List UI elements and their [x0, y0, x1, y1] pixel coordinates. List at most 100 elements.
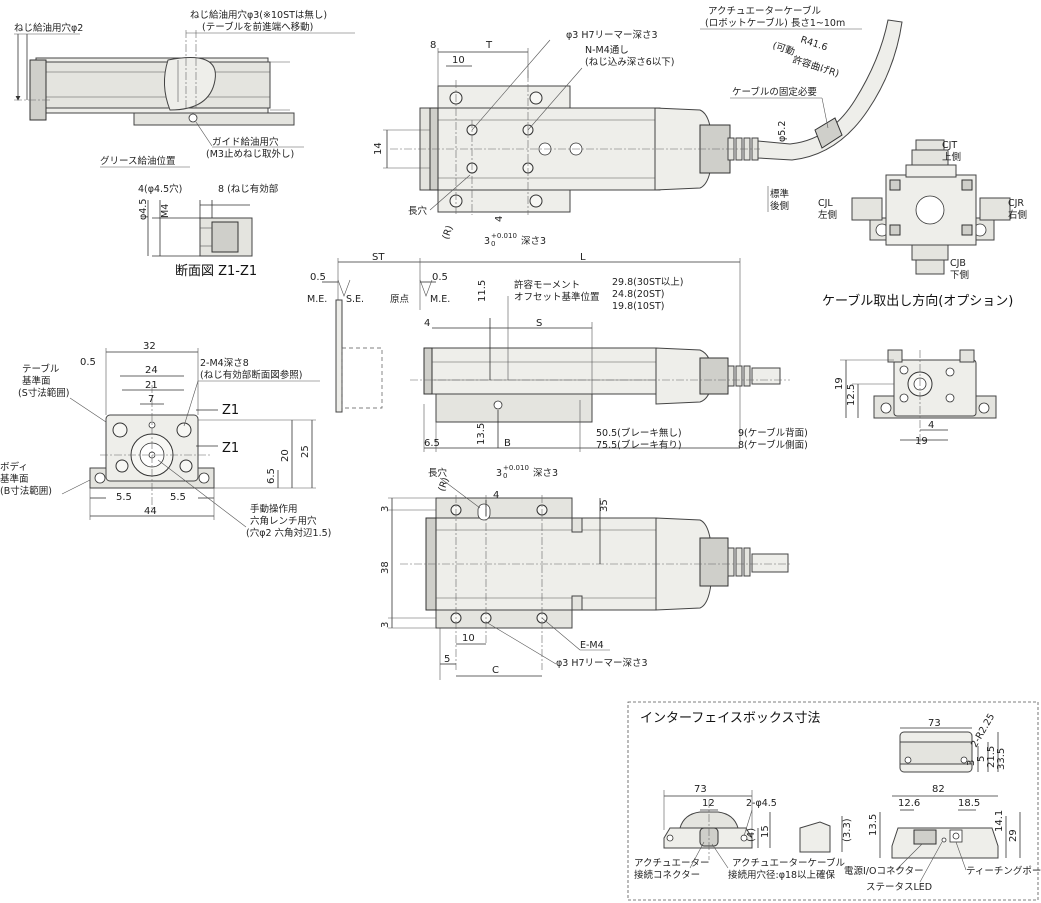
- ib-dim-135: 13.5: [868, 814, 879, 836]
- z1-mark-bottom: Z1: [222, 441, 239, 456]
- cjr-label: CJR: [1008, 198, 1024, 209]
- cable-direction-title: ケーブル取出し方向(オプション): [822, 293, 1013, 309]
- dim-25: 25: [300, 445, 311, 458]
- section-title: 断面図 Z1-Z1: [175, 264, 257, 279]
- oil-hole-phi3-label: ねじ給油用穴φ3(※10STは無し): [190, 9, 327, 21]
- depth3-b-bottom: 深さ3: [533, 468, 558, 479]
- brake-yes: 75.5(ブレーキ有り): [596, 439, 682, 451]
- ib-dim-141: 14.1: [994, 810, 1005, 832]
- table-ref-label-2: 基準面: [22, 375, 51, 387]
- section-hole-dim: 4(φ4.5穴): [138, 183, 182, 195]
- ib-dim-12: 12: [702, 798, 715, 809]
- cable-fix-label: ケーブルの固定必要: [732, 86, 817, 98]
- guide-oil-label: ガイド給油用穴: [212, 136, 279, 148]
- ib-dim-73-top: 73: [928, 718, 941, 729]
- offset-30st: 29.8(30ST以上): [612, 277, 684, 288]
- interface-box-frame: [627, 701, 1039, 901]
- moment-label-1: 許容モーメント: [514, 279, 580, 291]
- body-ref-label: ボディ: [0, 461, 28, 473]
- dim-55-right: 5.5: [170, 492, 186, 503]
- dim-ST: ST: [372, 252, 385, 263]
- depth3-sub: 0: [491, 240, 495, 248]
- dim-135: 13.5: [476, 423, 487, 445]
- movable-label: (可動: [771, 40, 796, 57]
- offset-10st: 19.8(10ST): [612, 301, 665, 312]
- manual-label-1: 手動操作用: [250, 503, 298, 515]
- depth3-b: 深さ3: [521, 236, 546, 247]
- ib-conn-label-2: 接続コネクター: [634, 869, 700, 881]
- ib-dim-335: 33.5: [996, 748, 1007, 770]
- side-cutaway-view: [14, 30, 295, 126]
- dim-125: 12.5: [846, 384, 857, 406]
- depth3-a-bottom: 3: [496, 468, 502, 479]
- dim-35: 35: [599, 499, 610, 512]
- dim-4-bottom: 4: [493, 490, 499, 501]
- ib-cable-label-2: 接続用穴径:φ18以上確保: [728, 869, 836, 881]
- table-ref-label: テーブル: [22, 363, 60, 375]
- ib-led-label: ステータスLED: [866, 882, 932, 893]
- side-view: [322, 258, 790, 452]
- brake-none: 50.5(ブレーキ無し): [596, 427, 682, 439]
- body-ref-label-3: (B寸法範囲): [0, 485, 52, 497]
- r-mark-top: (R): [440, 224, 455, 241]
- dim-8-top: 8: [430, 40, 436, 51]
- ib-dim-126: 12.6: [898, 798, 920, 809]
- ib-power-label: 電源I/Oコネクター: [844, 866, 924, 877]
- dim-C: C: [492, 665, 499, 676]
- ib-dim-4: (4): [746, 828, 757, 842]
- dim-14: 14: [373, 142, 384, 155]
- cjb-label: CJB: [950, 258, 966, 269]
- cjt-label: CJT: [942, 140, 957, 151]
- offset-20st: 24.8(20ST): [612, 289, 665, 300]
- std-label-2: 後側: [770, 200, 789, 212]
- cable-side: 8(ケーブル側面): [738, 439, 808, 451]
- depth3-a: 3: [484, 236, 490, 247]
- dim-21: 21: [145, 380, 158, 391]
- dim-4-back: 4: [928, 420, 934, 431]
- section-m4: M4: [160, 204, 171, 218]
- cable-back: 9(ケーブル背面): [738, 427, 808, 439]
- dim-3-top: 3: [380, 506, 391, 512]
- phi52-label: φ5.2: [777, 121, 788, 142]
- dim-S: S: [536, 318, 542, 329]
- bottom-view: [388, 495, 790, 680]
- std-label-1: 標準: [770, 188, 790, 200]
- interface-box-title: インターフェイスボックス寸法: [640, 711, 820, 726]
- dim-4-top: 4: [494, 216, 505, 222]
- dim-32: 32: [143, 341, 156, 352]
- cable-label-1: アクチュエーターケーブル: [708, 5, 821, 17]
- cable-direction-view: [851, 139, 1011, 275]
- section-z1-view: [147, 200, 253, 257]
- ib-r225: 2-R2.25: [969, 712, 997, 750]
- movable-note: 許容曲げR): [791, 53, 841, 79]
- oil-hole-phi2-label: ねじ給油用穴φ2: [14, 22, 83, 34]
- ib-dim-82: 82: [932, 784, 945, 795]
- nm4-note: (ねじ込み深さ6以下): [585, 57, 674, 68]
- depth3-sub-bottom: 0: [503, 472, 507, 480]
- oil-hole-phi3-note: (テーブルを前進端へ移動): [202, 21, 313, 33]
- ib-dim-3b: 3: [966, 760, 977, 766]
- cjl-side: 左側: [818, 209, 837, 221]
- ib-top-view: [899, 727, 999, 773]
- dim-19-vert: 19: [834, 377, 845, 390]
- dim-65: 6.5: [424, 438, 440, 449]
- moment-label-2: オフセット基準位置: [514, 291, 600, 303]
- dim-4-side: 4: [424, 318, 430, 329]
- cjr-side: 右側: [1008, 209, 1027, 221]
- dim-05-front: 0.5: [80, 357, 96, 368]
- origin-label: 原点: [390, 294, 410, 305]
- dim-20: 20: [280, 449, 291, 462]
- dim-10-bottom: 10: [462, 633, 475, 644]
- dim-65-front: 6.5: [266, 468, 277, 484]
- dim-05-right: 0.5: [432, 272, 448, 283]
- dim-B: B: [504, 438, 511, 449]
- dim-44: 44: [144, 506, 157, 517]
- dim-05-left: 0.5: [310, 272, 326, 283]
- phi3-reamer-label: φ3 H7リーマー深さ3: [566, 30, 658, 41]
- z1-mark-top: Z1: [222, 403, 239, 418]
- dim-5: 5: [444, 654, 450, 665]
- depth3-sup-bottom: +0.010: [503, 464, 529, 472]
- ib-dim-215: 21.5: [986, 746, 997, 768]
- dim-7: 7: [148, 394, 154, 405]
- cjt-side: 上側: [942, 151, 961, 163]
